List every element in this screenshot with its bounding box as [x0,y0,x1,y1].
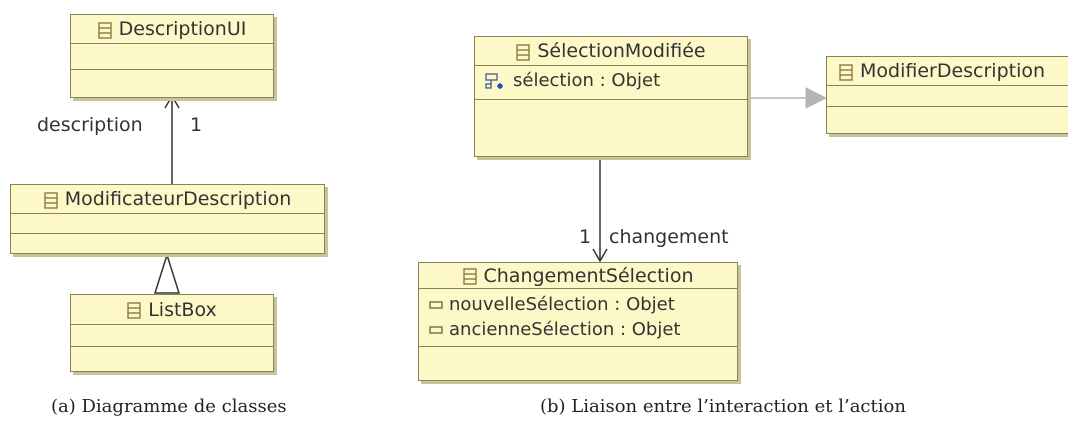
class-header: ChangementSélection [419,263,737,289]
association-role-label: changement [609,226,729,248]
association-multiplicity-label: 1 [190,114,203,136]
association-arrowhead-b [592,248,608,263]
class-listbox[interactable]: ListBox [70,294,274,372]
class-icon [839,63,853,81]
class-name: ModificateurDescription [64,188,292,210]
attributes-compartment [71,44,273,70]
attribute-relation-icon [485,72,503,89]
caption-a: (a) Diagramme de classes [51,396,287,417]
class-icon [127,302,141,319]
generalization-triangle-a [153,252,181,294]
class-icon [43,191,58,209]
class-name: ListBox [148,298,217,321]
class-name: DescriptionUI [118,18,247,40]
attribute-icon [429,300,443,309]
class-modificateurdescription[interactable]: ModificateurDescription [10,184,325,254]
caption-b: (b) Liaison entre l’interaction et l’act… [540,396,906,417]
class-name: SélectionModifiée [537,40,706,62]
attribute-label: nouvelleSélection : Objet [449,294,675,315]
attribute-label: ancienneSélection : Objet [449,319,681,340]
attributes-compartment: sélection : Objet [475,66,747,100]
class-modifierdescription[interactable]: ModifierDescription [826,56,1068,134]
attributes-compartment: nouvelleSélection : Objet ancienneSélect… [419,289,737,347]
class-header: ModifierDescription [827,57,1068,86]
attribute-row: ancienneSélection : Objet [419,317,737,342]
class-icon [516,43,531,61]
class-changementselection[interactable]: ChangementSélection nouvelleSélection : … [418,262,738,381]
class-icon [97,21,112,39]
attributes-compartment [71,325,273,347]
association-role-label: description [37,114,143,136]
class-header: DescriptionUI [71,15,273,44]
class-header: SélectionModifiée [475,37,747,66]
dependency-arrowhead-b [805,87,828,109]
class-descriptionui[interactable]: DescriptionUI [70,14,274,98]
attribute-row: nouvelleSélection : Objet [419,292,737,317]
attribute-icon [429,325,443,334]
attributes-compartment [827,86,1068,107]
association-multiplicity-label: 1 [579,226,592,248]
attribute-label: sélection : Objet [513,70,661,91]
attributes-compartment [11,214,324,234]
class-header: ModificateurDescription [11,185,324,214]
class-header: ListBox [71,295,273,325]
class-name: ModifierDescription [860,60,1046,82]
attribute-row: sélection : Objet [475,68,747,93]
class-icon [462,268,477,285]
class-name: ChangementSélection [483,264,694,287]
class-selectionmodifiee[interactable]: SélectionModifiée sélection : Objet [474,36,748,157]
